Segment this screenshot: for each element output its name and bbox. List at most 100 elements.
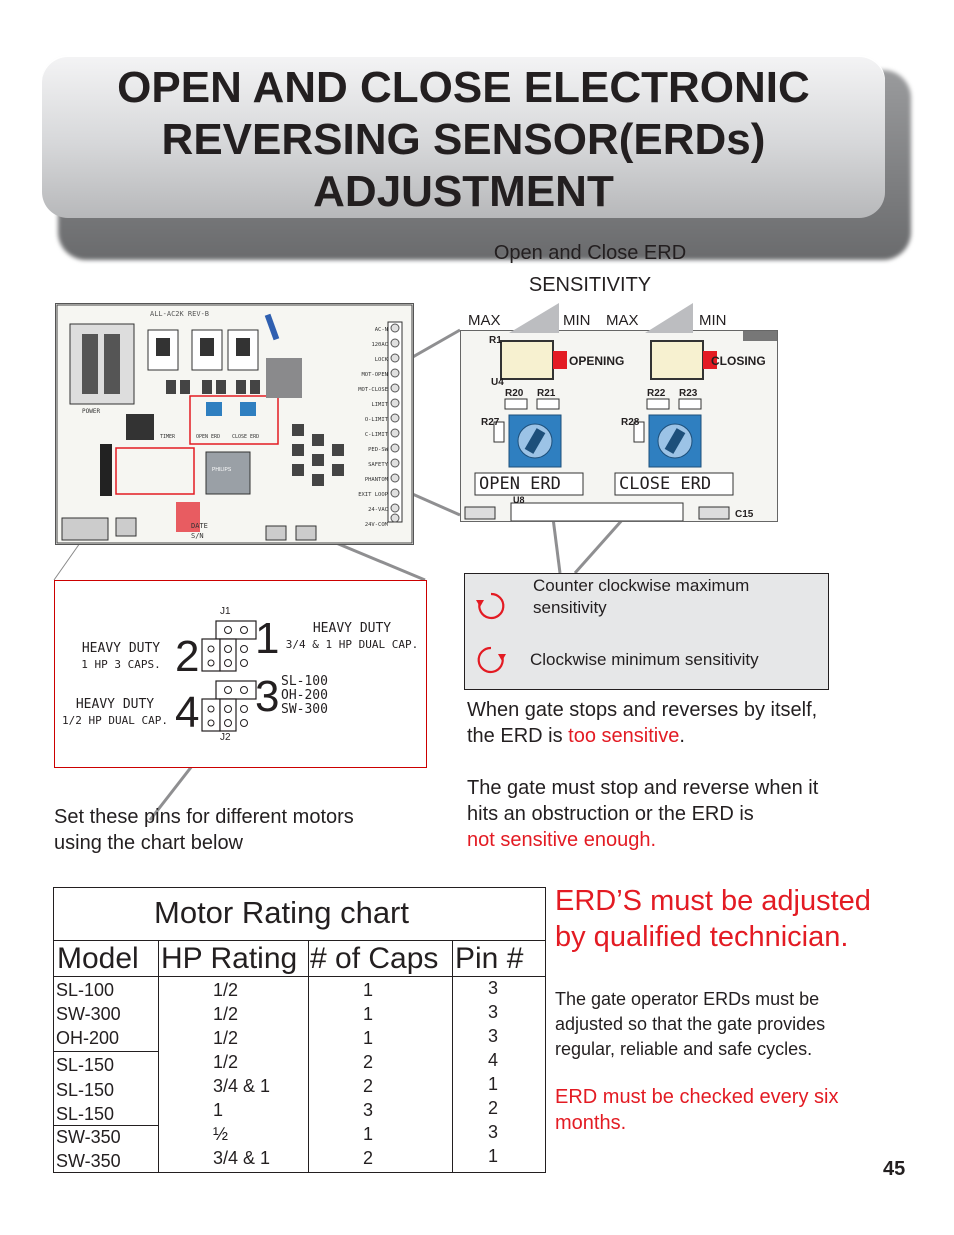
table-cell-model: SL-150 — [56, 1104, 115, 1124]
terminal-label: MOT-OPEN — [361, 372, 389, 378]
terminal-label: SAFETY — [368, 462, 388, 468]
table-cell-hp: 1/2 — [213, 1028, 239, 1048]
chart-header-model: Model — [57, 942, 139, 975]
microcontroller-icon — [205, 451, 251, 495]
terminal-label: PHANTOM — [364, 477, 388, 483]
terminal-label: LIMIT — [371, 402, 388, 408]
table-cell-model: SL-100 — [56, 980, 115, 1000]
table-cell-model: SW-350 — [56, 1127, 121, 1147]
qualified-technician-line: ERD’S must be adjusted — [555, 885, 871, 917]
table-cell-caps: 2 — [363, 1052, 374, 1072]
qualified-technician-line: by qualified technician. — [555, 921, 849, 953]
jumper-model-line: SL-100 — [281, 674, 328, 689]
open-erd-label: OPEN ERD — [479, 474, 561, 494]
board-rev-label: ALL-AC2K REV-B — [150, 310, 210, 318]
table-cell-model: SL-150 — [56, 1080, 115, 1100]
operator-note: The gate operator ERDs must be adjusted … — [555, 987, 825, 1062]
jumper-label-pin-3: SL-100 OH-200 SW-300 — [281, 675, 328, 717]
terminal-label: 24-VAC — [368, 507, 388, 513]
table-cell-pin: 3 — [488, 1026, 499, 1046]
pin-2-number: 2 — [175, 632, 200, 681]
sensitivity-caption-line-2: SENSITIVITY — [528, 274, 652, 296]
jumper-label-pin-1: HEAVY DUTY 3/4 & 1 HP DUAL CAP. — [281, 621, 423, 653]
check-note-line: ERD must be checked every six — [555, 1086, 839, 1108]
dip-switch-icon — [176, 502, 200, 532]
chart-title: Motor Rating chart — [154, 895, 409, 930]
board-date-label: DATE — [191, 522, 208, 530]
r27-label: R27 — [481, 417, 500, 428]
j1-label: J1 — [220, 606, 231, 617]
connector-icon — [126, 414, 154, 440]
table-cell-pin: 3 — [488, 978, 499, 998]
board-erd-highlight — [189, 395, 279, 445]
table-cell-caps: 1 — [363, 1004, 374, 1024]
table-cell-model: OH-200 — [56, 1028, 120, 1048]
closing-label: CLOSING — [711, 354, 766, 368]
clockwise-icon — [477, 646, 506, 674]
table-cell-pin: 4 — [488, 1050, 499, 1070]
erd-closeup-board: MAX MIN MAX MIN R1 U4 R20 R21 R22 R23 R2… — [460, 303, 778, 522]
operator-note-line: regular, reliable and safe cycles. — [555, 1039, 813, 1059]
ccw-description-line: sensitivity — [533, 598, 607, 617]
jumper-detail-box: J1 J2 1 2 3 4 HEAVY DUTY 1 HP 3 CAPS. HE… — [54, 580, 427, 768]
min-label-close: MIN — [699, 312, 727, 329]
sensitivity-caption: Open and Close ERD SENSITIVITY — [460, 237, 720, 301]
table-cell-caps: 2 — [363, 1148, 374, 1168]
table-cell-hp: 3/4 & 1 — [213, 1148, 271, 1168]
r28-label: R28 — [621, 417, 640, 428]
table-cell-pin: 3 — [488, 1122, 499, 1142]
pin-4-number: 4 — [175, 688, 200, 737]
r21-label: R21 — [537, 388, 556, 399]
not-sensitive-highlight: not sensitive enough. — [467, 829, 657, 851]
jumper-pins-drawing — [201, 620, 257, 732]
open-sensitivity-wedge-icon — [509, 303, 559, 333]
pins-note-line: using the chart below — [54, 832, 244, 854]
jumper-model-line: OH-200 — [281, 688, 328, 703]
title-line-1: OPEN AND CLOSE ELECTRONIC — [117, 63, 810, 112]
ccw-description: Counter clockwise maximum sensitivity — [533, 575, 749, 619]
table-cell-pin: 1 — [488, 1074, 499, 1094]
jumper-model-line: SW-300 — [281, 702, 328, 717]
motor-rating-chart: Motor Rating chart Model HP Rating # of … — [53, 887, 546, 1173]
u4-label: U4 — [491, 377, 504, 388]
check-note-line: months. — [555, 1112, 627, 1134]
chart-header-caps: # of Caps — [310, 942, 439, 975]
j2-label: J2 — [220, 732, 231, 743]
board-jumper-highlight — [115, 447, 195, 495]
too-sensitive-highlight: too sensitive — [568, 725, 680, 747]
table-cell-model: SL-150 — [56, 1055, 115, 1075]
opening-led-icon — [553, 351, 567, 369]
table-cell-hp: 1 — [213, 1100, 224, 1120]
jumper-label-line: HEAVY DUTY — [81, 641, 161, 656]
jumper-label-pin-2: HEAVY DUTY 1 HP 3 CAPS. — [71, 641, 171, 673]
jumper-label-line: 1 HP 3 CAPS. — [81, 658, 161, 671]
counter-clockwise-icon — [476, 592, 505, 620]
table-cell-hp: 1/2 — [213, 980, 239, 1000]
close-sensitivity-wedge-icon — [645, 303, 693, 333]
terminal-label: 24V-COM — [364, 522, 388, 528]
table-cell-model: SW-300 — [56, 1004, 121, 1024]
title-line-3: ADJUSTMENT — [313, 167, 614, 216]
too-sensitive-prefix: the ERD is — [467, 725, 569, 747]
table-cell-pin: 1 — [488, 1146, 499, 1166]
control-board-drawing — [56, 304, 413, 544]
terminal-label: LOCK — [374, 357, 388, 363]
sensitivity-direction-box: Counter clockwise maximum sensitivity Cl… — [464, 573, 829, 690]
board-brand-label: PHILIPS — [212, 467, 232, 473]
table-cell-hp: ½ — [213, 1124, 229, 1144]
table-cell-pin: 3 — [488, 1002, 499, 1022]
too-sensitive-line: When gate stops and reverses by itself, — [467, 699, 818, 721]
r22-label: R22 — [647, 388, 666, 399]
board-timer-label: TIMER — [160, 434, 176, 440]
operator-note-line: adjusted so that the gate provides — [555, 1014, 826, 1034]
board-close-pot-icon — [240, 402, 256, 416]
table-cell-hp: 1/2 — [213, 1004, 239, 1024]
too-sensitive-note: When gate stops and reverses by itself, … — [467, 697, 817, 749]
too-sensitive-line: the ERD is too sensitive. — [467, 723, 817, 749]
check-note: ERD must be checked every six months. — [555, 1084, 838, 1136]
title-line-2: REVERSING SENSOR(ERDs) — [161, 115, 766, 164]
jumper-label-line: HEAVY DUTY — [75, 697, 155, 712]
control-board: ALL-AC2K REV-B PHILIPS POWER TIMER OPEN … — [55, 303, 414, 545]
ccw-description-line: Counter clockwise maximum — [533, 576, 750, 595]
r20-label: R20 — [505, 388, 524, 399]
